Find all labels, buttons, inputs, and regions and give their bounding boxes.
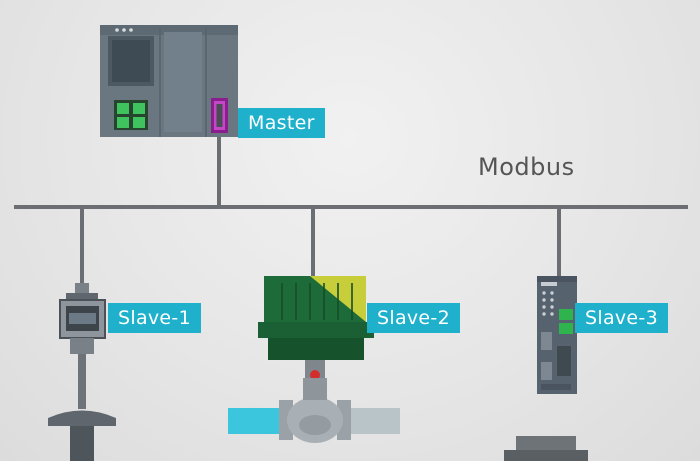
flow-meter-icon — [48, 283, 116, 461]
slave-3-label: Slave-3 — [575, 303, 668, 333]
master-label: Master — [238, 108, 325, 138]
slave-2-label: Slave-2 — [367, 303, 460, 333]
base-equipment-icon — [504, 436, 588, 461]
modbus-label: Modbus — [478, 153, 575, 181]
io-module-icon — [537, 276, 577, 394]
plc-controller-icon — [100, 25, 238, 137]
bus-lines — [14, 137, 688, 285]
motorized-valve-icon — [228, 276, 400, 443]
slave-1-label: Slave-1 — [108, 303, 201, 333]
